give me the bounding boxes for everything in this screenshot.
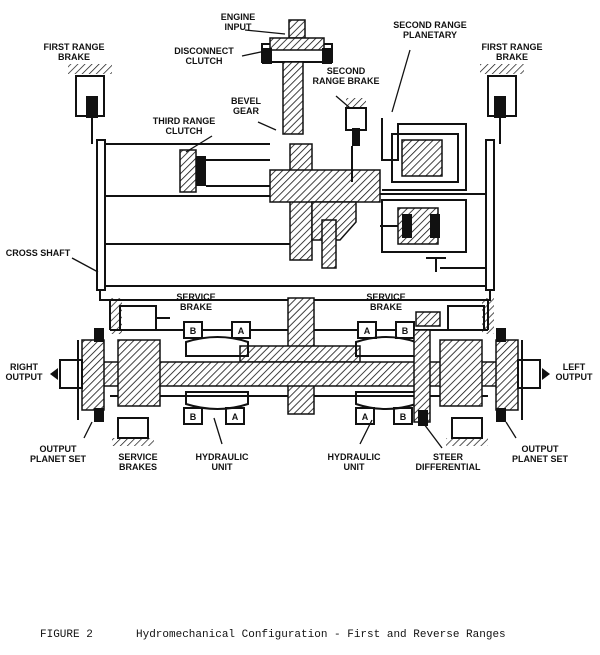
- output-planet-set-left: [77, 328, 105, 422]
- left-output-hub: [517, 359, 550, 389]
- unit-letter: A: [232, 412, 239, 422]
- leader-lines: [83, 29, 517, 449]
- unit-letter: A: [362, 412, 369, 422]
- hydraulic-unit-right-bottom: [355, 391, 417, 425]
- second-range-brake: [345, 98, 367, 182]
- center-output-gear: [239, 297, 361, 415]
- hydraulic-unit-left-bottom: [183, 391, 249, 425]
- third-range-clutch: [179, 149, 270, 193]
- label-cross-shaft: CROSS SHAFT: [6, 248, 71, 258]
- service-brakes-lower: [112, 417, 488, 446]
- unit-letter: B: [400, 412, 407, 422]
- input-vertical-shaft: [282, 61, 304, 135]
- first-range-brake-right: [480, 64, 524, 144]
- unit-letter: B: [402, 326, 409, 336]
- bevel-gear: [269, 143, 381, 269]
- service-brake-left: [110, 298, 170, 334]
- steer-differential: [413, 329, 431, 426]
- second-range-planetary: [380, 118, 467, 272]
- unit-letter: A: [238, 326, 245, 336]
- unit-letter: A: [364, 326, 371, 336]
- first-range-brake-left: [68, 64, 112, 144]
- main-output-shaft: [99, 339, 501, 407]
- engine-input-shaft: [261, 19, 333, 64]
- figure-number: FIGURE 2: [40, 629, 93, 641]
- hydraulic-unit-left-top: [183, 321, 251, 357]
- cross-shaft: [71, 257, 491, 301]
- service-brake-right: [415, 298, 494, 334]
- figure-title: Hydromechanical Configuration - First an…: [136, 629, 506, 641]
- unit-letter: B: [190, 326, 197, 336]
- unit-letter: B: [190, 412, 197, 422]
- right-output-hub: [50, 359, 83, 389]
